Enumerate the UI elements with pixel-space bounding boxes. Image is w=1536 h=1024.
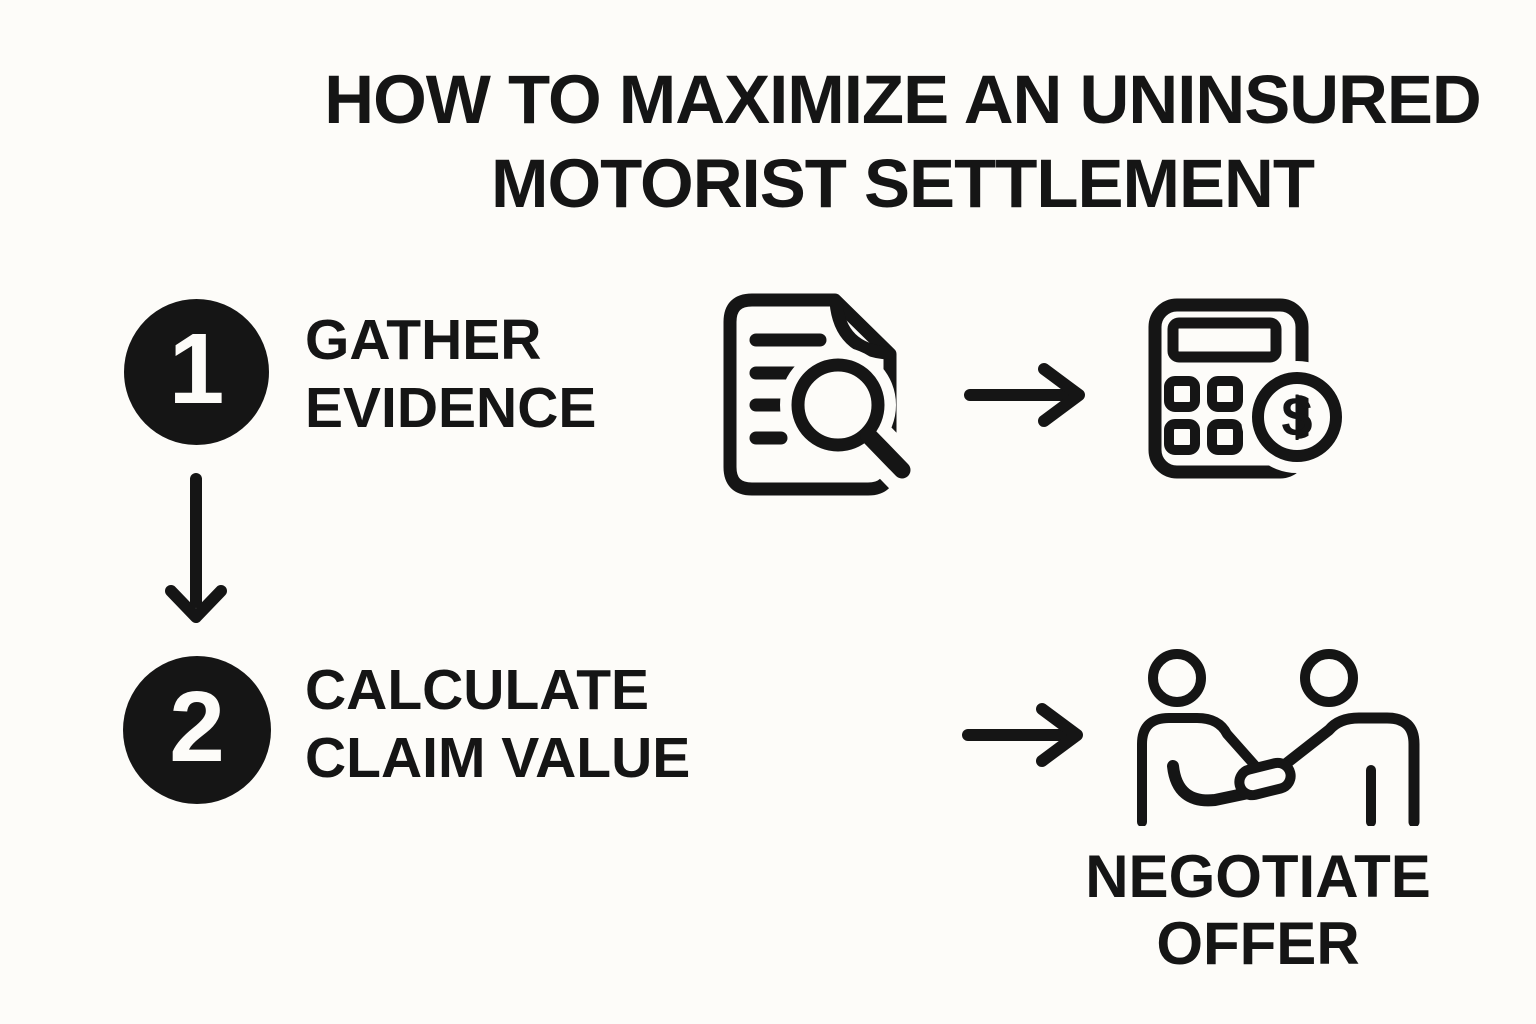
step-2-number: 2 xyxy=(169,671,225,783)
step-2-label-line-1: CALCULATE xyxy=(305,658,650,722)
step-2-label: CALCULATE CLAIM VALUE xyxy=(305,656,690,792)
negotiate-line-1: NEGOTIATE xyxy=(1085,843,1431,910)
dollar-sign: $ xyxy=(1281,385,1312,448)
handshake-icon xyxy=(1133,648,1423,826)
page-title: HOW TO MAXIMIZE AN UNINSURED MOTORIST SE… xyxy=(320,58,1485,226)
arrow-down-icon xyxy=(158,472,234,628)
calculator-dollar-icon: $ xyxy=(1146,296,1346,481)
document-search-icon xyxy=(712,292,924,501)
step-1-badge: 1 xyxy=(124,299,269,445)
step-1-label-line-1: GATHER xyxy=(305,308,542,372)
step-1-number: 1 xyxy=(168,313,225,425)
step-2-label-line-2: CLAIM VALUE xyxy=(305,726,691,790)
arrow-right-icon xyxy=(963,357,1095,433)
step-2-badge: 2 xyxy=(123,656,271,804)
negotiate-offer-label: NEGOTIATE OFFER xyxy=(1048,843,1468,977)
title-line-1: HOW TO MAXIMIZE AN UNINSURED xyxy=(324,61,1482,138)
arrow-right-icon xyxy=(961,697,1093,773)
negotiate-line-2: OFFER xyxy=(1156,910,1360,977)
step-1-label-line-2: EVIDENCE xyxy=(305,376,597,440)
step-1-label: GATHER EVIDENCE xyxy=(305,306,596,442)
title-line-2: MOTORIST SETTLEMENT xyxy=(490,145,1315,222)
